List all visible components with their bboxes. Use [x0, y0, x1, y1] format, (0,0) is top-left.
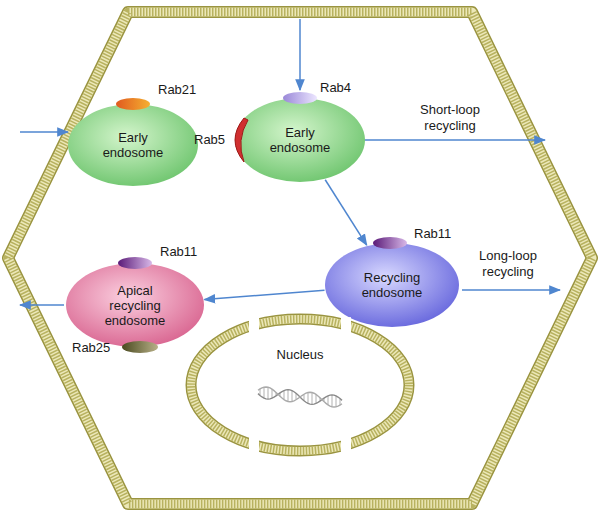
protein-label: Rab21	[158, 82, 218, 98]
trafficking-arrow	[325, 180, 366, 245]
rab21-protein	[116, 98, 150, 110]
early-endosome: Early endosome	[67, 103, 199, 187]
rab25-protein	[122, 341, 158, 353]
trafficking-arrow	[204, 290, 324, 299]
recycling-endosome: Recycling endosome	[324, 242, 460, 328]
node-label: Early endosome	[91, 130, 175, 160]
rab11-protein	[373, 237, 407, 249]
nucleus: Nucleus	[185, 313, 415, 457]
early-endosome: Early endosome	[234, 97, 366, 183]
node-label: Early endosome	[258, 125, 342, 155]
rab11-protein	[118, 257, 152, 269]
protein-label: Rab25	[72, 340, 122, 356]
trafficking-arrows	[20, 19, 560, 305]
node-label: Apical recycling endosome	[93, 283, 177, 328]
pathway-label: Long-loop recycling	[468, 248, 548, 280]
rab4-protein	[283, 92, 317, 104]
pathway-label: Short-loop recycling	[410, 102, 490, 134]
protein-label: Rab11	[160, 244, 210, 260]
rab5-protein	[235, 118, 248, 162]
cell-membrane	[8, 12, 592, 504]
node-label: Recycling endosome	[350, 270, 434, 300]
node-shape	[185, 313, 415, 457]
protein-label: Rab4	[320, 80, 370, 96]
apical-recycling-endosome: Apical recycling endosome	[65, 262, 205, 348]
protein-label: Rab11	[414, 226, 464, 242]
protein-label: Rab5	[194, 132, 234, 148]
node-label: Nucleus	[277, 347, 324, 362]
